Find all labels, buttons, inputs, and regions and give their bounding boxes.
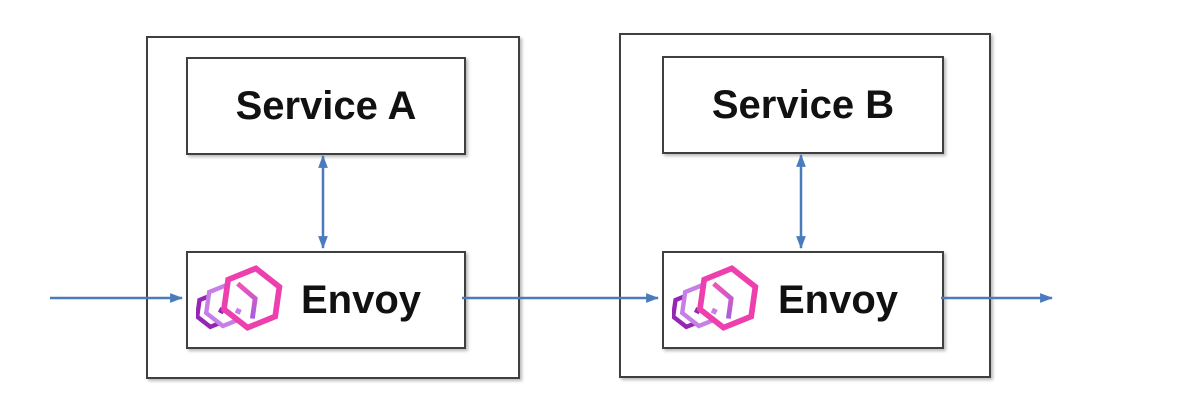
envoy-b-box: Envoy xyxy=(662,251,944,349)
service-b-box: Service B xyxy=(662,56,944,154)
pod-b-box: Service B Envoy xyxy=(619,33,991,378)
envoy-b-label: Envoy xyxy=(777,278,899,322)
service-b-label: Service B xyxy=(711,83,895,127)
service-a-label: Service A xyxy=(235,84,417,128)
pod-a-box: Service A Envoy xyxy=(146,36,520,379)
service-a-box: Service A xyxy=(186,57,466,155)
envoy-a-label: Envoy xyxy=(300,278,422,322)
envoy-logo-icon xyxy=(196,265,283,331)
envoy-logo-icon xyxy=(672,265,759,331)
envoy-a-box: Envoy xyxy=(186,251,466,349)
